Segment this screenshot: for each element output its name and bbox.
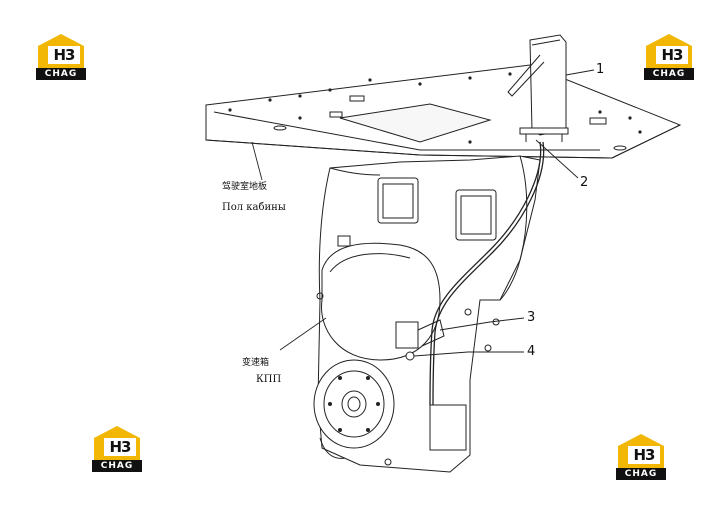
logo-word: CHAG — [616, 468, 666, 480]
brand-logo-top-right: H3 CHAG — [642, 32, 696, 82]
logo-mark: H3 — [656, 46, 688, 64]
brand-logo-top-left: H3 CHAG — [34, 32, 88, 82]
leader-lines — [251, 69, 595, 357]
logo-word: CHAG — [36, 68, 86, 80]
brand-logo-bottom-right: H3 CHAG — [614, 432, 668, 482]
gearbox-label-cn: 变速箱 — [242, 358, 270, 368]
cabin-floor-label-ru: Пол кабины — [222, 202, 286, 213]
logo-word: CHAG — [92, 460, 142, 472]
gearbox-label-ru: КПП — [256, 374, 282, 385]
brand-logo-bottom-left: H3 CHAG — [90, 424, 144, 474]
logo-mark: H3 — [48, 46, 80, 64]
callout-2: 2 — [580, 175, 589, 190]
cabin-floor-plate — [205, 64, 682, 159]
cabin-floor-label-cn: 驾驶室地板 — [222, 182, 268, 192]
shift-lever — [507, 34, 569, 142]
shift-cable — [429, 141, 545, 406]
logo-mark: H3 — [628, 446, 660, 464]
callout-1: 1 — [596, 62, 605, 77]
callout-4: 4 — [527, 344, 536, 359]
logo-mark: H3 — [104, 438, 136, 456]
callout-3: 3 — [527, 310, 536, 325]
logo-word: CHAG — [644, 68, 694, 80]
cable-bracket — [395, 319, 445, 361]
gearbox-housing — [313, 155, 541, 473]
